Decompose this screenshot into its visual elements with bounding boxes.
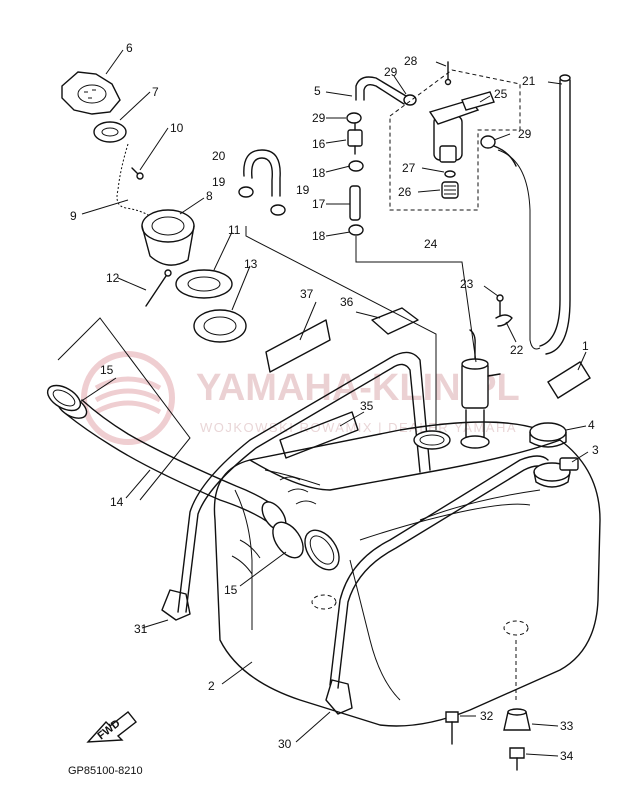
callout-19-b: 19 <box>296 183 310 197</box>
callout-4: 4 <box>588 418 595 432</box>
callout-18-b: 18 <box>312 229 326 243</box>
callout-29-b: 29 <box>312 111 326 125</box>
callout-29-a: 29 <box>384 65 398 79</box>
callout-9: 9 <box>70 209 77 223</box>
callout-31: 31 <box>134 622 148 636</box>
damper-33 <box>503 708 531 731</box>
pipe-17 <box>349 185 361 221</box>
callout-22: 22 <box>510 343 524 357</box>
drain-tube-12 <box>145 269 172 307</box>
callout-1: 1 <box>582 339 589 353</box>
vent-hose-20 <box>243 149 281 197</box>
vent-hose-21 <box>539 74 571 355</box>
callout-37: 37 <box>300 287 314 301</box>
valve-16 <box>347 123 363 155</box>
callout-3: 3 <box>592 443 599 457</box>
filter-26 <box>441 181 459 199</box>
bracket-25 <box>461 91 495 111</box>
fwd-arrow-icon: FWD <box>86 711 137 743</box>
tank-strap-rear <box>325 455 549 715</box>
callout-12: 12 <box>106 271 120 285</box>
clamp-19-a <box>238 186 254 198</box>
pin-28 <box>444 61 452 86</box>
callout-35: 35 <box>360 399 374 413</box>
callout-numbers: 1 2 3 4 5 6 7 8 9 10 11 12 13 14 15 15 1… <box>70 41 599 763</box>
strap-bracket-30 <box>325 679 353 715</box>
clamp-29-a <box>403 94 417 106</box>
diagram-code: GP85100-8210 <box>68 765 143 777</box>
nut-34 <box>509 747 525 771</box>
callout-7: 7 <box>152 85 159 99</box>
hose-clamp-15-upper <box>46 384 82 412</box>
clamp-18-a <box>348 160 364 172</box>
callout-23: 23 <box>460 277 474 291</box>
strap-pad-37 <box>265 319 331 373</box>
fuel-tank <box>213 421 601 727</box>
gasket-11 <box>175 269 233 299</box>
gasket-7 <box>93 121 127 143</box>
callout-10: 10 <box>170 121 184 135</box>
callout-26: 26 <box>398 185 412 199</box>
callout-18-a: 18 <box>312 166 326 180</box>
clamp-19-b <box>270 204 286 216</box>
filler-neck-8 <box>141 209 195 266</box>
filler-cap-6 <box>61 71 121 115</box>
callout-5: 5 <box>314 84 321 98</box>
cap-chain-9 <box>116 143 151 217</box>
callout-14: 14 <box>110 495 124 509</box>
callout-15-upper: 15 <box>100 363 114 377</box>
callout-24: 24 <box>424 237 438 251</box>
callout-16: 16 <box>312 137 326 151</box>
fuel-sender-unit <box>460 329 501 449</box>
watermark: YAMAHA-KLIN.PL WOJKOWSKI ROWAMIX | DEALE… <box>81 351 520 445</box>
callout-28: 28 <box>404 54 418 68</box>
vent-cap-4 <box>529 422 567 448</box>
hose-clamp-15-lower <box>272 521 340 571</box>
callout-29-c: 29 <box>518 127 532 141</box>
callout-6: 6 <box>126 41 133 55</box>
callout-36: 36 <box>340 295 354 309</box>
callout-21: 21 <box>522 74 536 88</box>
strap-pad-35 <box>279 411 359 459</box>
callout-34: 34 <box>560 749 574 763</box>
clamp-29-b <box>346 112 362 124</box>
grommet-13 <box>193 309 247 343</box>
label-1 <box>547 361 591 399</box>
strap-bracket-31 <box>161 589 191 621</box>
callout-13: 13 <box>244 257 258 271</box>
callout-32: 32 <box>480 709 494 723</box>
clamp-29-c <box>480 135 517 167</box>
callout-27: 27 <box>402 161 416 175</box>
clip-22 <box>495 314 513 327</box>
callout-17: 17 <box>312 197 326 211</box>
fitting-3 <box>533 457 579 488</box>
clamp-18-b <box>348 224 364 236</box>
strap-pad-36 <box>371 307 419 335</box>
callout-15-lower: 15 <box>224 583 238 597</box>
callout-2: 2 <box>208 679 215 693</box>
callout-25: 25 <box>494 87 508 101</box>
washer-27 <box>444 170 456 178</box>
watermark-logo <box>81 351 175 445</box>
bolt-23 <box>496 294 504 317</box>
callout-19-a: 19 <box>212 175 226 189</box>
vent-hose-5 <box>355 76 407 105</box>
callout-20: 20 <box>212 149 226 163</box>
callout-11: 11 <box>228 223 241 237</box>
tank-strap-front <box>161 351 431 621</box>
screw-10 <box>131 167 144 180</box>
callout-30: 30 <box>278 737 292 751</box>
callout-leaders <box>79 49 589 757</box>
bolt-32 <box>445 711 459 745</box>
callout-8: 8 <box>206 189 213 203</box>
hose-guide-lines <box>57 317 191 501</box>
tank-filler-neck <box>413 430 451 450</box>
callout-33: 33 <box>560 719 574 733</box>
pump-kit-box-24 <box>389 69 521 211</box>
